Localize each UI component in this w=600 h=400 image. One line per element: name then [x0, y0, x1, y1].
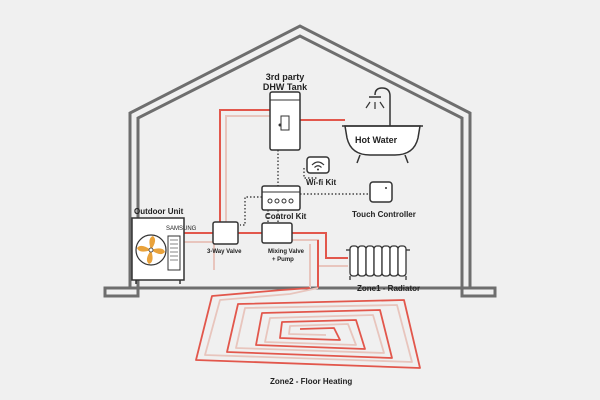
mixing-valve-icon [261, 222, 293, 244]
wifi-kit-label: Wi-fi Kit [306, 178, 336, 187]
control-kit-icon [261, 185, 301, 211]
floor-heating-coil [195, 287, 421, 369]
hot-water-label: Hot Water [355, 135, 398, 145]
outdoor-unit-label: Outdoor Unit [134, 207, 184, 216]
tank-label-line2: DHW Tank [263, 82, 308, 92]
control-wiring [240, 150, 370, 226]
bathtub-icon [342, 87, 423, 164]
mixing-valve-label-line1: Mixing Valve [268, 249, 305, 255]
outdoor-unit-icon [131, 217, 185, 284]
dhw-tank [269, 91, 301, 151]
three-way-valve-label: 3-Way Valve [207, 249, 242, 255]
shower-spray-icon [365, 101, 385, 109]
zone2-label: Zone2 - Floor Heating [270, 377, 352, 386]
radiator-icon [346, 245, 410, 280]
mixing-valve-label-line2: + Pump [272, 257, 294, 263]
wifi-kit-icon [306, 156, 330, 174]
tank-label-line1: 3rd party [266, 72, 305, 82]
hot-pipes [184, 109, 348, 288]
outdoor-unit-badge: SAMSUNG [166, 226, 197, 232]
touch-controller-icon [369, 181, 393, 203]
touch-controller-label: Touch Controller [352, 210, 416, 219]
zone1-label: Zone1 - Radiator [357, 284, 420, 293]
three-way-valve-icon [212, 221, 239, 245]
control-kit-label: Control Kit [265, 212, 307, 221]
